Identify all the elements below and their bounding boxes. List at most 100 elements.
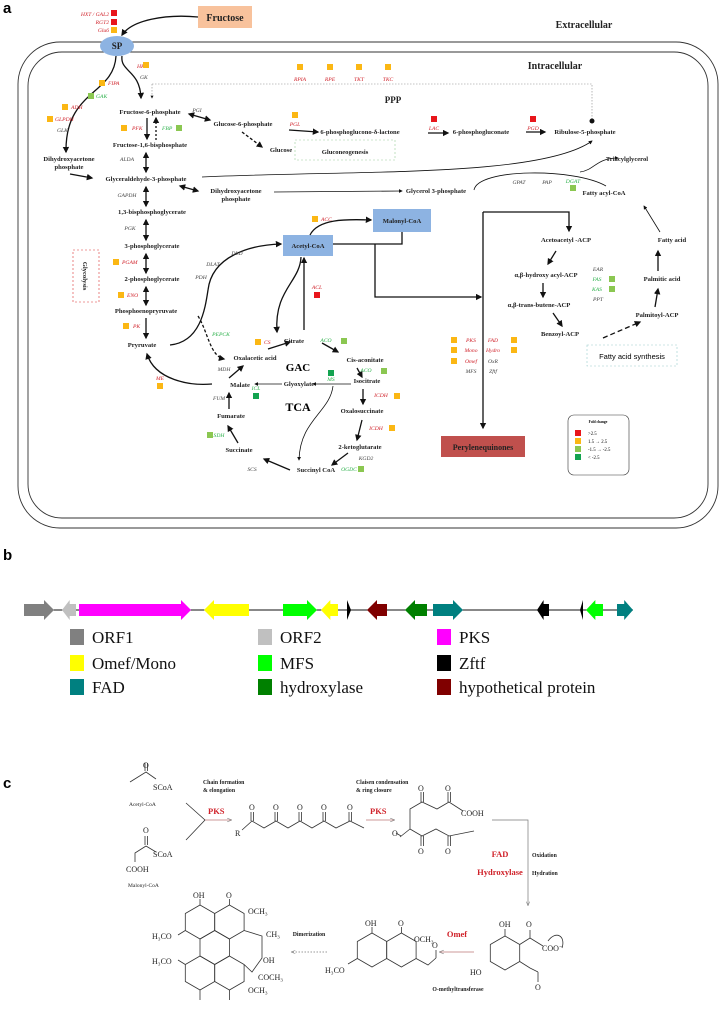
atom-o: O <box>432 941 438 950</box>
atom-ho: HO <box>470 968 482 977</box>
gene-label: PGD <box>526 126 539 132</box>
fold-change-marker <box>511 337 517 343</box>
atom-o: O <box>526 920 532 929</box>
legend-label: Omef/Mono <box>92 654 176 673</box>
acetyl-coa-caption: Acetyl-CoA <box>129 802 156 808</box>
fold-change-marker <box>389 425 395 431</box>
atom-o: O <box>392 829 398 838</box>
fold-change-marker <box>451 337 457 343</box>
fold-change-marker <box>176 125 182 131</box>
atom-o: O <box>418 784 424 793</box>
metabolite-label: Cis-aconitate <box>347 357 384 364</box>
fold-change-marker <box>207 432 213 438</box>
atom-o: O <box>418 847 424 856</box>
carboxylate-intermediate-structure: OH O COO⁻ HO O <box>470 920 564 992</box>
atom-cooh: COOH <box>126 865 149 874</box>
atom-h3co: H₃CO <box>152 957 172 966</box>
gene-label: Omef <box>465 358 479 365</box>
metabolite-label: Succinate <box>225 447 252 454</box>
gene-label: FUM <box>212 396 225 402</box>
legend-swatch <box>70 655 84 671</box>
atom-h3co: H₃CO <box>152 932 172 941</box>
fold-change-marker <box>47 116 53 122</box>
extracellular-label: Extracellular <box>556 20 613 31</box>
fold-change-marker <box>111 10 117 16</box>
gene-arrow-orf1 <box>24 600 54 620</box>
atom-o: O <box>445 784 451 793</box>
malonyl-coa-label: Malonyl-CoA <box>383 218 422 225</box>
panel-c-label: c <box>3 775 11 792</box>
intracellular-label: Intracellular <box>528 61 583 72</box>
metabolite-labels: Fructose-6-phosphateGlucose-6-phosphate6… <box>43 109 686 474</box>
sp-transporter <box>100 36 134 56</box>
atom-o: O <box>398 919 404 928</box>
fold-change-marker <box>121 125 127 131</box>
fold-change-marker <box>157 383 163 389</box>
metabolite-label: Dihydroxyacetone <box>43 156 94 163</box>
fold-change-marker <box>297 64 303 70</box>
fold-change-legend: Fold change >2.51.5 → 2.5-1.5 → -2.5< -2… <box>567 414 630 476</box>
gene-label: DLAT <box>205 262 220 268</box>
acetyl-coa-structure: O SCoA Acetyl-CoA <box>129 761 173 808</box>
chain-formation-label: Chain formation <box>203 780 245 786</box>
gene-label: ACO <box>359 368 371 374</box>
cyclized-intermediate-structure: O O COOH O O O <box>392 784 484 856</box>
perylenequinones-box <box>441 436 525 457</box>
malonyl-coa-box <box>373 209 431 232</box>
metabolite-label: Palmitic acid <box>644 276 681 283</box>
gene-arrow-zftf <box>537 600 549 620</box>
gene-label: CS <box>264 340 271 346</box>
gene-label: TKT <box>354 77 365 83</box>
gene-label: OxR <box>488 359 499 365</box>
gene-label: PPT <box>592 297 604 303</box>
gene-label: GK <box>140 75 148 81</box>
gene-label: ENO <box>126 293 138 299</box>
o-methyltransferase-label: O-methyltransferase <box>432 987 484 993</box>
atom-r: R <box>235 829 241 838</box>
elongation-label: & elongation <box>203 788 236 794</box>
gene-label: SCS <box>247 467 257 473</box>
gene-label: FBP <box>161 126 173 132</box>
metabolite-label: Palmitoyl-ACP <box>636 312 679 319</box>
atom-oh: OH <box>499 920 511 929</box>
legend-swatch <box>437 629 451 645</box>
legend-label: < -2.5 <box>588 456 600 461</box>
atom-o: O <box>297 803 303 812</box>
metabolite-label: α,β-hydroxy acyl-ACP <box>514 272 577 279</box>
fad-label: FAD <box>492 849 509 859</box>
gene-label: GPAT <box>512 180 526 186</box>
metabolite-label: Ribulose-5-phosphate <box>554 129 615 136</box>
legend-label: hydroxylase <box>280 678 363 697</box>
legend-swatch <box>437 655 451 671</box>
gene-label: PAP <box>541 180 552 186</box>
fold-change-marker <box>113 259 119 265</box>
legend-title: Fold change <box>589 420 608 424</box>
ppp-label: PPP <box>385 95 402 105</box>
metabolite-label: Fumarate <box>217 413 245 420</box>
gluconeogenesis-box <box>294 139 396 161</box>
naphthalenone-intermediate-structure: OH O OCH₃ O H₃CO <box>325 919 438 975</box>
legend-swatch <box>258 629 272 645</box>
gene-label: GLK <box>57 128 68 134</box>
metabolite-label: α,β-trans-butene-ACP <box>508 302 571 309</box>
legend-swatch <box>258 655 272 671</box>
gene-label: Glu6 <box>98 28 109 34</box>
atom-coo: COO⁻ <box>542 944 563 953</box>
metabolite-label: Fructose-1,6-bisphosphate <box>113 142 187 149</box>
metabolite-label: 2-phosphoglycerate <box>125 276 180 283</box>
fold-change-marker <box>341 338 347 344</box>
fold-change-marker <box>312 216 318 222</box>
ring-closure-label: & ring closure <box>356 788 392 794</box>
legend-swatch <box>437 679 451 695</box>
gene-label: PGK <box>123 226 135 232</box>
gene-label: DGAT <box>565 179 581 185</box>
gene-label: Hydro <box>485 348 500 354</box>
metabolite-label: Pryruvate <box>128 342 157 349</box>
metabolite-label: Citrate <box>284 338 304 345</box>
metabolite-label: 2-ketoglutarate <box>338 444 381 451</box>
panel-c: c O SCoA Acetyl-CoA O SCoA COOH Malonyl-… <box>3 761 564 1000</box>
fold-change-marker <box>118 292 124 298</box>
atom-oh: OH <box>193 891 205 900</box>
gene-label: PKS <box>465 338 476 344</box>
